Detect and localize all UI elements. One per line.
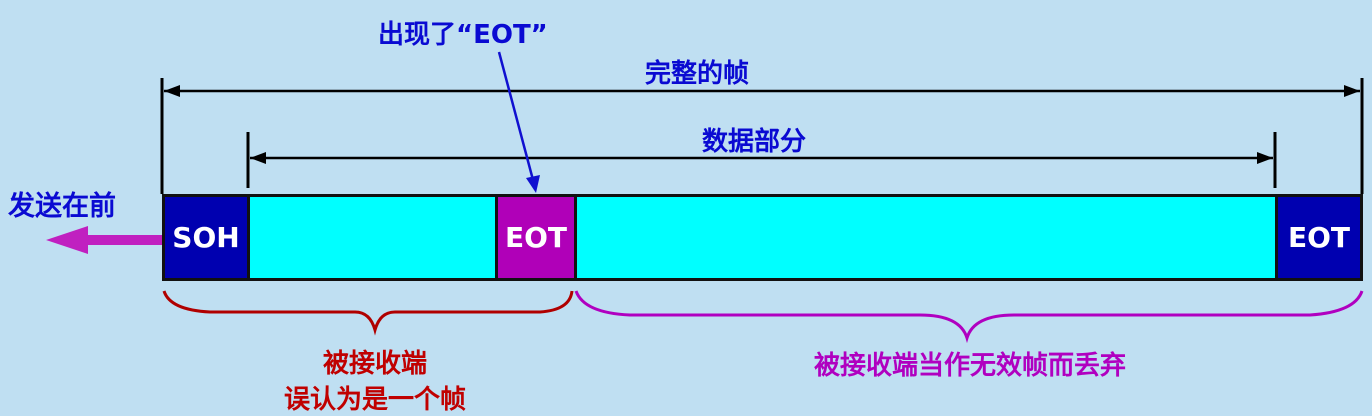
send-direction-arrow-icon — [46, 226, 88, 254]
data-arrow-right-icon — [1257, 152, 1273, 164]
full-frame-arrow-left-icon — [164, 85, 180, 97]
soh-block: SOH — [162, 194, 250, 281]
data-block-second — [574, 194, 1278, 281]
eot-end-block: EOT — [1275, 194, 1363, 281]
soh-label: SOH — [172, 221, 240, 254]
left-brace-icon — [162, 290, 574, 336]
left-brace-caption-line1: 被接收端 — [322, 349, 427, 379]
eot-middle-block: EOT — [495, 194, 577, 281]
pointer-arrow-icon — [526, 175, 540, 193]
right-brace-icon — [574, 290, 1364, 344]
data-part-label: 数据部分 — [702, 127, 807, 157]
full-frame-label: 完整的帧 — [645, 59, 750, 89]
eot-middle-label: EOT — [504, 221, 568, 254]
full-frame-arrow-right-icon — [1344, 85, 1360, 97]
data-block-first — [247, 194, 498, 281]
eot-appeared-label: 出现了“EOT” — [378, 20, 548, 50]
send-first-label: 发送在前 — [8, 191, 116, 222]
right-brace-caption: 被接收端当作无效帧而丢弃 — [813, 351, 1126, 381]
data-arrow-left-icon — [250, 152, 266, 164]
eot-end-label: EOT — [1287, 221, 1351, 254]
left-brace-caption-line2: 误认为是一个帧 — [283, 385, 466, 415]
